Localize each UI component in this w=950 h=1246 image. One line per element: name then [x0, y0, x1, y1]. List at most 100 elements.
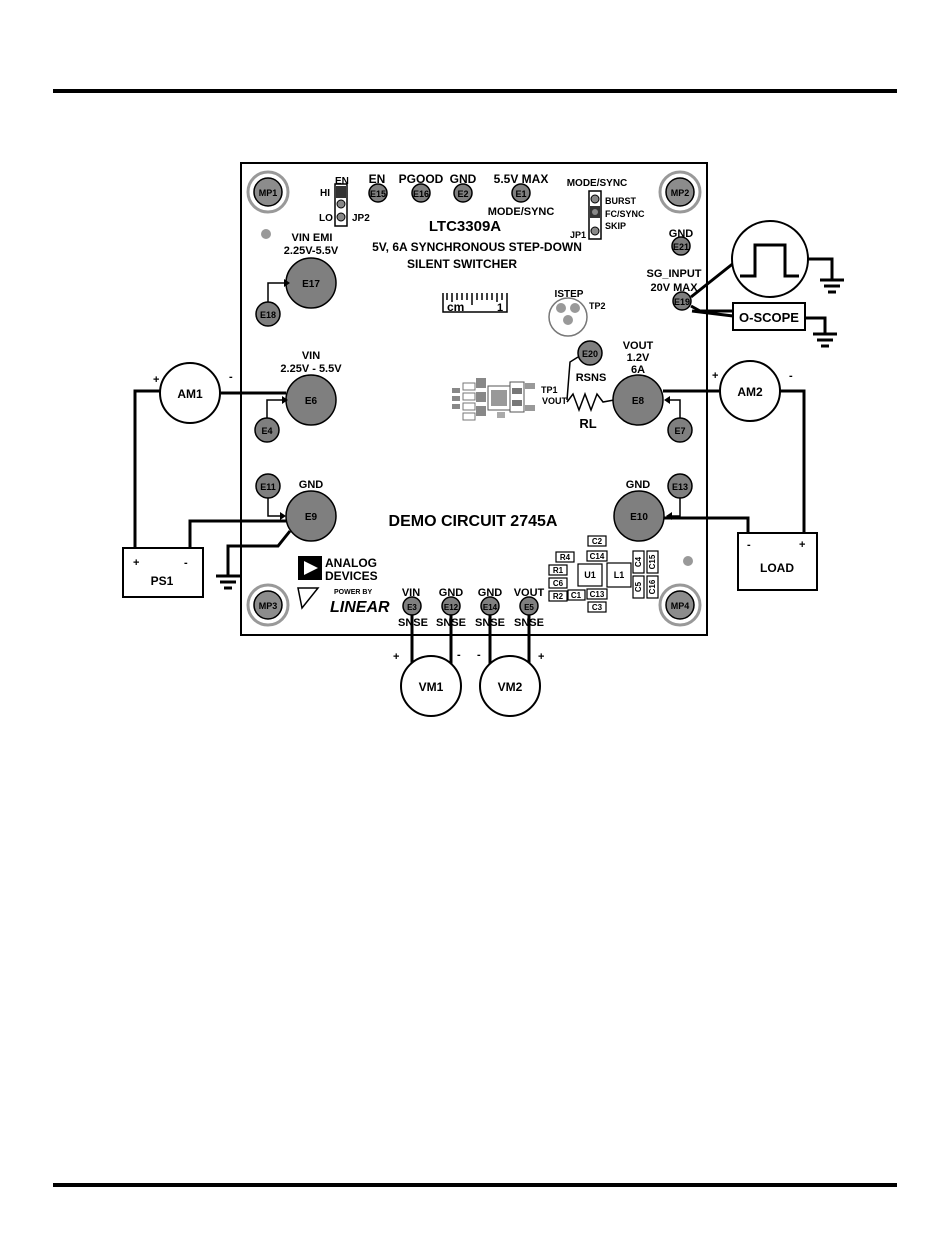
jp1-mode-sync-label: MODE/SYNC [567, 178, 628, 189]
vout-current-label: 6A [631, 364, 645, 376]
vout-voltage-label: 1.2V [627, 352, 650, 364]
board-subtitle-2: SILENT SWITCHER [407, 257, 517, 271]
e21-label: E21 [673, 242, 689, 252]
terminal-e9: E9 [285, 490, 337, 542]
vm2-plus: + [538, 651, 544, 663]
u1-label: U1 [584, 570, 596, 580]
c4-label: C4 [634, 556, 643, 567]
e15-label: E15 [370, 189, 386, 199]
vin-range-label: 2.25V - 5.5V [280, 363, 342, 375]
mp4-label: MP4 [671, 601, 690, 611]
e20-label: E20 [582, 349, 598, 359]
c14-label: C14 [590, 552, 605, 561]
terminal-e15: E15 [368, 183, 388, 203]
e11-label: E11 [260, 482, 276, 492]
e12-label: E12 [444, 603, 459, 612]
terminal-e17: E17 [285, 257, 337, 309]
e5-label: E5 [524, 603, 534, 612]
pgood-label: PGOOD [399, 172, 444, 186]
signal-generator [731, 220, 844, 298]
e16-label: E16 [413, 189, 429, 199]
ruler: cm 1 [442, 293, 508, 314]
board-subtitle-1: 5V, 6A SYNCHRONOUS STEP-DOWN [372, 240, 582, 254]
terminal-e14: E14 [480, 596, 500, 616]
voltmeter-vm2: VM2 - + [477, 649, 544, 717]
am1-label: AM1 [177, 387, 203, 401]
center-chip-area [452, 378, 535, 421]
am2-minus: - [789, 370, 793, 382]
vin-label: VIN [302, 350, 320, 362]
rl-label: RL [579, 416, 596, 431]
jp2-hi-label: HI [320, 188, 330, 199]
header-rule [53, 89, 897, 93]
terminal-e6: E6 [285, 374, 337, 426]
r1-label: R1 [553, 566, 564, 575]
ammeter-am1: AM1 + - [153, 362, 233, 424]
mounting-hole-mp4: MP4 [658, 583, 702, 627]
gnd-right2-label: GND [626, 479, 651, 491]
oscope-label: O-SCOPE [739, 310, 799, 325]
gnd-sense1-label: GND [439, 587, 464, 599]
terminal-e18: E18 [255, 301, 281, 327]
jumper-jp1: MODE/SYNC BURST FC/SYNC SKIP JP1 [567, 178, 645, 240]
c16-label: C16 [648, 579, 657, 594]
pulse-waveform-icon [740, 243, 799, 278]
jp2-en-label: EN [335, 176, 349, 187]
load-label: LOAD [760, 561, 794, 575]
e1-label: E1 [515, 189, 526, 199]
burst-label: BURST [605, 196, 637, 206]
c2-label: C2 [592, 537, 603, 546]
rsns-label: RSNS [576, 372, 607, 384]
e19-label: E19 [674, 297, 690, 307]
terminal-e21: E21 [671, 236, 691, 256]
e3-label: E3 [407, 603, 417, 612]
terminal-e5: E5 [519, 596, 539, 616]
terminal-e4: E4 [254, 417, 280, 443]
e18-label: E18 [260, 310, 276, 320]
ps1-label: PS1 [151, 574, 174, 588]
terminal-e13: E13 [667, 473, 693, 499]
tp1-label: TP1 [541, 385, 558, 395]
e14-label: E14 [483, 603, 498, 612]
terminal-e2: E2 [453, 183, 473, 203]
fiducial-dot [683, 556, 693, 566]
logo-analog: ANALOG [325, 556, 377, 570]
vout-sense-label: VOUT [514, 587, 545, 599]
logo-devices: DEVICES [325, 569, 378, 583]
terminal-e1: E1 [511, 183, 531, 203]
vm2-minus: - [477, 649, 481, 661]
am1-plus: + [153, 374, 159, 386]
mp3-label: MP3 [259, 601, 278, 611]
l1-label: L1 [614, 570, 625, 580]
footer-rule [53, 1183, 897, 1187]
gnd-left-label: GND [299, 479, 324, 491]
gnd-top-label: GND [450, 172, 477, 186]
tp1-vout-label: VOUT [542, 396, 568, 406]
am2-plus: + [712, 370, 718, 382]
gnd-sense2-label: GND [478, 587, 503, 599]
jp1-label: JP1 [570, 230, 586, 240]
terminal-e3: E3 [402, 596, 422, 616]
jumper-jp2: EN HI LO JP2 [319, 176, 370, 227]
c13-label: C13 [590, 590, 605, 599]
jp2-lo-label: LO [319, 213, 333, 224]
am2-label: AM2 [737, 385, 763, 399]
e17-label: E17 [302, 279, 320, 290]
skip-label: SKIP [605, 221, 626, 231]
ammeter-am2: AM2 + - [712, 360, 793, 422]
terminal-e8: E8 [612, 374, 664, 426]
gnd-right-label: GND [669, 228, 694, 240]
c5-label: C5 [634, 581, 643, 592]
e13-label: E13 [672, 482, 688, 492]
mode-sync-label: MODE/SYNC [488, 206, 555, 218]
terminal-e12: E12 [441, 596, 461, 616]
c1-label: C1 [571, 591, 582, 600]
logo-linear: LINEAR [330, 599, 390, 616]
ruler-one-label: 1 [497, 302, 503, 314]
ground-symbol [216, 574, 240, 590]
c15-label: C15 [648, 554, 657, 569]
mounting-hole-mp2: MP2 [658, 170, 702, 214]
vm1-minus: - [457, 649, 461, 661]
power-supply-ps1: PS1 + - [122, 547, 204, 598]
